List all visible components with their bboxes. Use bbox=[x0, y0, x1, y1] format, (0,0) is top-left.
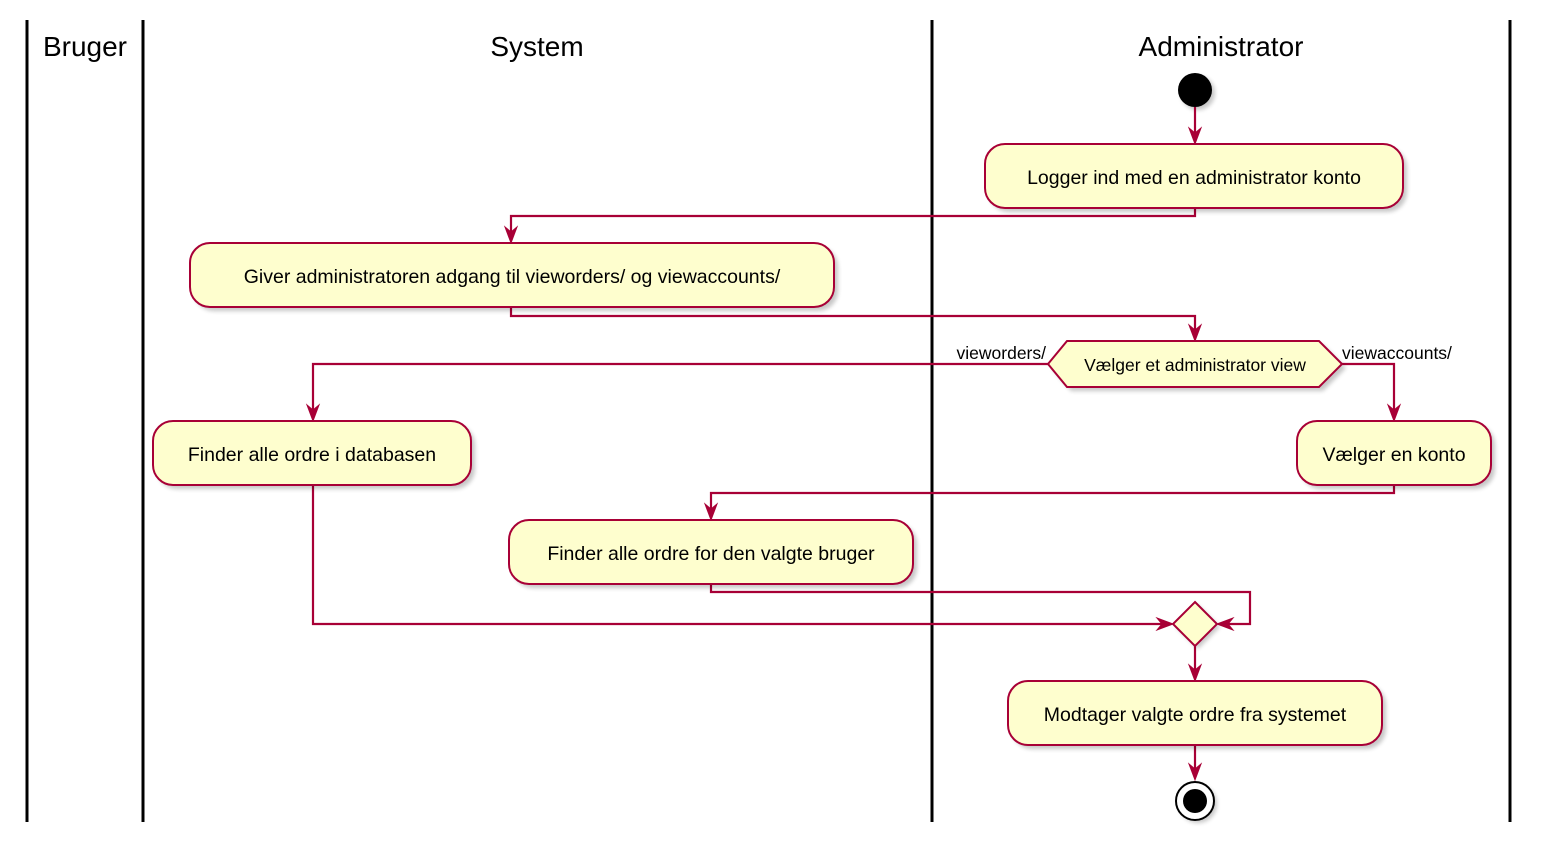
activity-grant-access: Giver administratoren adgang til vieword… bbox=[189, 242, 838, 311]
swimlane-title-system: System bbox=[490, 31, 583, 62]
swimlane-title-bruger: Bruger bbox=[43, 31, 127, 62]
activity-find-all-orders-label: Finder alle ordre i databasen bbox=[188, 444, 436, 466]
end-node bbox=[1175, 781, 1217, 823]
activity-find-all-orders: Finder alle ordre i databasen bbox=[152, 420, 475, 489]
activity-choose-account-label: Vælger en konto bbox=[1322, 444, 1465, 466]
merge-node bbox=[1171, 600, 1220, 649]
swimlane-borders bbox=[25, 20, 1512, 822]
activity-receive-orders: Modtager valgte ordre fra systemet bbox=[1007, 680, 1386, 749]
decision-node: Vælger et administrator view bbox=[1046, 340, 1346, 391]
start-node bbox=[1178, 73, 1215, 110]
activity-grant-access-label: Giver administratoren adgang til vieword… bbox=[244, 266, 781, 288]
activity-login: Logger ind med en administrator konto bbox=[984, 143, 1407, 212]
activity-login-label: Logger ind med en administrator konto bbox=[1027, 167, 1361, 189]
activity-choose-account: Vælger en konto bbox=[1296, 420, 1495, 489]
swimlane-title-administrator: Administrator bbox=[1139, 31, 1304, 62]
activity-find-user-orders-label: Finder alle ordre for den valgte bruger bbox=[547, 543, 875, 565]
activity-receive-orders-label: Modtager valgte ordre fra systemet bbox=[1044, 704, 1347, 726]
guard-vieworders: vieworders/ bbox=[957, 343, 1047, 363]
control-flows bbox=[305, 107, 1402, 782]
activity-find-user-orders: Finder alle ordre for den valgte bruger bbox=[508, 519, 917, 588]
decision-label: Vælger et administrator view bbox=[1084, 355, 1306, 375]
guard-viewaccounts: viewaccounts/ bbox=[1342, 343, 1452, 363]
